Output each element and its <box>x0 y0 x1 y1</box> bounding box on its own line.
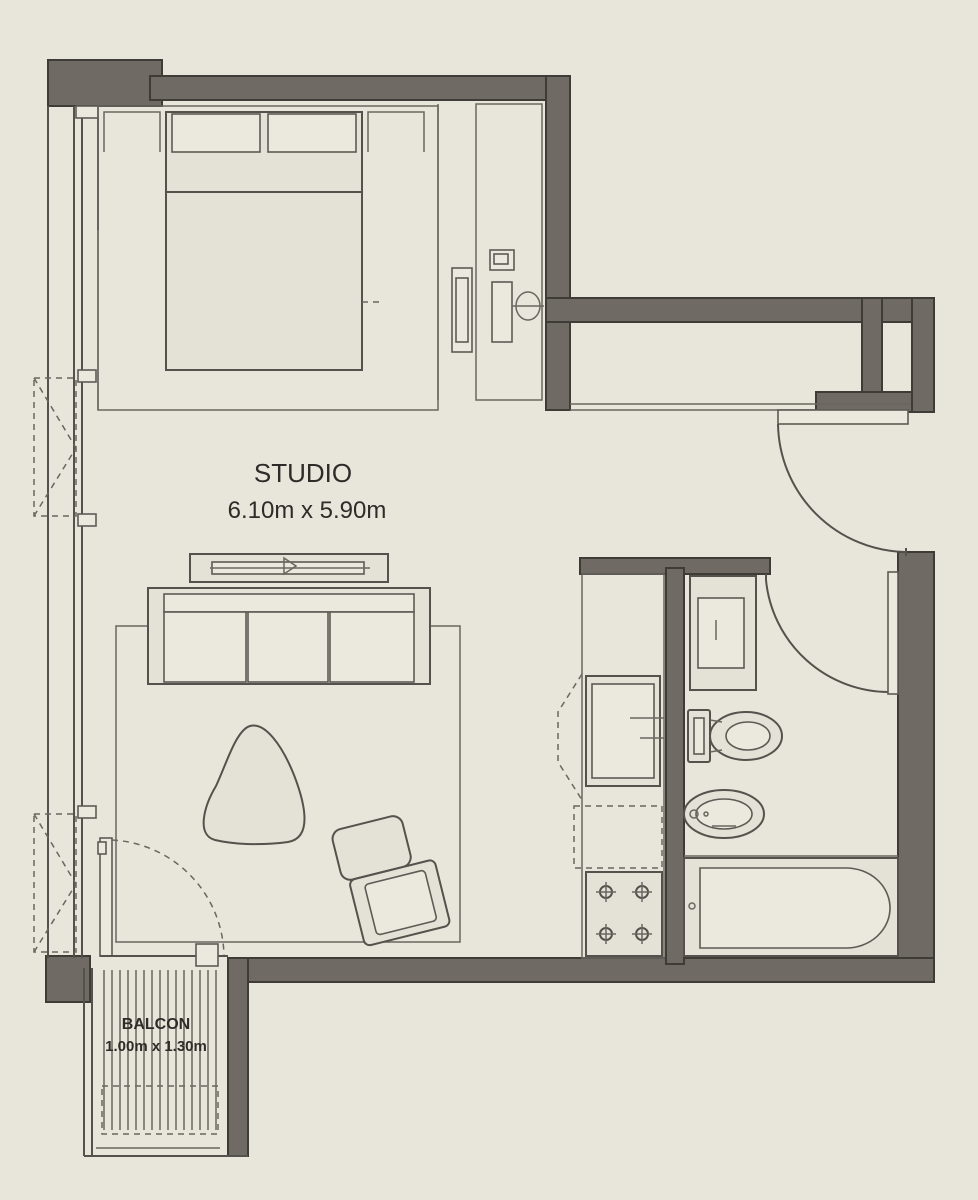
bathtub <box>683 857 899 957</box>
balcony-dimensions: 1.00m x 1.30m <box>105 1038 207 1055</box>
entry-door-swing <box>777 423 907 553</box>
balcony-table <box>101 1085 219 1135</box>
pillow-right <box>267 113 357 153</box>
wall-right-lower <box>897 551 935 983</box>
kitchen <box>557 573 665 959</box>
balcony <box>83 837 248 1157</box>
entry <box>570 403 910 556</box>
bathroom-door-swing <box>765 579 891 694</box>
wardrobe <box>475 103 543 401</box>
wall-bottom-left-block <box>45 955 91 1003</box>
balcony-label: BALCON <box>122 1016 190 1033</box>
wall-bathroom-partition <box>665 567 685 965</box>
window-sash-lower <box>33 813 77 953</box>
wall-balcony-right <box>227 957 249 1157</box>
studio-label: STUDIO <box>254 458 352 488</box>
sofa-cushion-right <box>329 611 415 683</box>
armchair <box>331 815 451 947</box>
bed-area <box>97 105 439 411</box>
studio-dimensions: 6.10m x 5.90m <box>228 497 387 524</box>
coffee-table <box>202 724 306 846</box>
pillow-left <box>171 113 261 153</box>
walls <box>45 59 935 1157</box>
sofa-cushion-left <box>163 611 247 683</box>
toilet <box>687 709 783 763</box>
sofa-cushion-middle <box>247 611 329 683</box>
wall-corridor-pillar <box>861 297 883 393</box>
wardrobe-area <box>437 103 544 401</box>
balcony-railing <box>103 970 217 1130</box>
wall-right-upper <box>545 75 571 411</box>
bathroom <box>683 571 899 957</box>
cooktop <box>585 871 663 957</box>
dishwasher <box>573 805 663 869</box>
kitchen-counter <box>581 573 665 959</box>
wall-top <box>149 75 571 101</box>
bidet <box>683 789 765 839</box>
wall-bottom <box>227 957 935 983</box>
left-facade <box>33 105 99 958</box>
kitchen-cabinet-swing <box>557 673 583 801</box>
cooktop-burners <box>596 882 652 944</box>
window-sash-upper <box>33 377 77 517</box>
living-area <box>115 553 461 947</box>
wall-top-left-block <box>47 59 163 107</box>
balcony-door-swing <box>111 839 225 957</box>
bed <box>165 111 363 371</box>
wall-corridor-end <box>911 297 935 413</box>
